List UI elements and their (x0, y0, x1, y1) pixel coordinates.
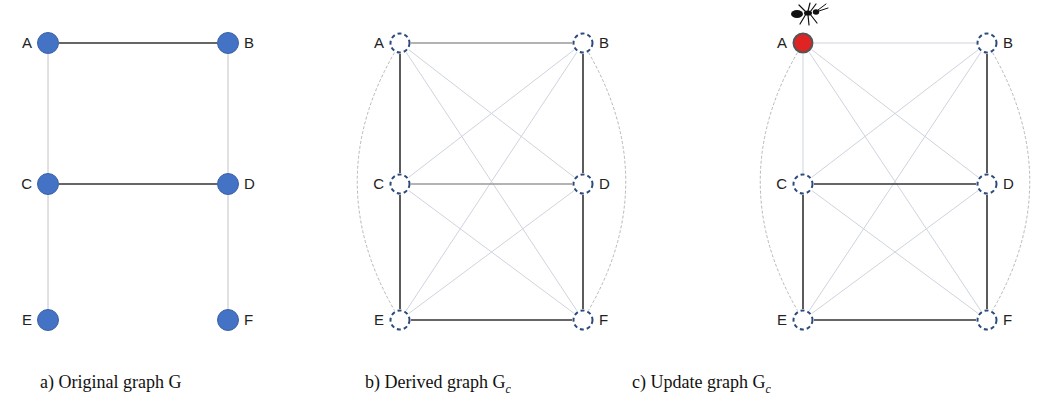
vertex-circle (572, 173, 594, 195)
graph-vertex: F (217, 309, 239, 331)
graph-edge (399, 195, 401, 309)
graph-vertex: E (37, 309, 59, 331)
vertex-circle (792, 173, 814, 195)
graph-vertex: C (37, 173, 59, 195)
graph-vertex: B (217, 32, 239, 54)
graph-edge (411, 319, 572, 321)
graph-edge (803, 54, 804, 173)
derived-vertex: E (792, 309, 814, 331)
vertex-circle (976, 173, 998, 195)
graph-edge (582, 195, 584, 309)
graph-edge (411, 183, 572, 184)
vertex-label: F (599, 312, 608, 329)
graph-edge (48, 195, 49, 309)
panel-caption: a) Original graph G (40, 372, 181, 393)
vertex-label: E (777, 312, 787, 329)
vertex-label: D (244, 176, 255, 193)
vertex-label: F (244, 312, 253, 329)
graph-edge (812, 191, 978, 314)
graph-edge (986, 54, 988, 173)
vertex-label: C (776, 176, 787, 193)
graph-edge (411, 42, 572, 43)
vertex-label: B (244, 35, 254, 52)
graph-vertex: D (217, 173, 239, 195)
vertex-label: C (373, 176, 384, 193)
graph-edge (406, 52, 577, 311)
derived-vertex: C (792, 173, 814, 195)
vertex-label: E (22, 312, 32, 329)
graph-edge (406, 52, 577, 311)
graph-edge (993, 53, 1030, 311)
derived-vertex: D (976, 173, 998, 195)
vertex-circle (389, 309, 411, 331)
derived-vertex: E (389, 309, 411, 331)
vertex-circle (389, 32, 411, 54)
derived-vertex: D (572, 173, 594, 195)
vertex-circle (217, 309, 239, 331)
panel-caption: b) Derived graph Gc (365, 372, 511, 397)
vertex-circle (572, 309, 594, 331)
graph-edge (59, 183, 217, 185)
graph-edge (812, 50, 979, 178)
ant-icon (791, 3, 828, 25)
vertex-circle (37, 32, 59, 54)
vertex-circle (792, 309, 814, 331)
graph-edge (409, 191, 574, 314)
graph-edge (409, 191, 574, 314)
graph-edge (986, 195, 988, 309)
vertex-circle (976, 309, 998, 331)
vertex-label: D (1003, 176, 1014, 193)
graph-edge (582, 54, 584, 173)
vertex-label: F (1003, 312, 1012, 329)
graph-edge (48, 54, 49, 173)
derived-vertex: A (792, 32, 814, 54)
graph-edge (589, 53, 626, 311)
graph-edge (760, 53, 797, 311)
graph-edge (228, 54, 229, 173)
vertex-label: B (1003, 35, 1013, 52)
graph-edge (814, 43, 976, 44)
graph-edge (812, 50, 979, 178)
vertex-label: B (599, 35, 609, 52)
vertex-label: D (599, 176, 610, 193)
vertex-circle (572, 32, 594, 54)
derived-vertex: F (976, 309, 998, 331)
derived-vertex: A (389, 32, 411, 54)
vertex-label: A (374, 35, 384, 52)
graph-edge (809, 52, 981, 311)
graph-edge (409, 50, 575, 178)
vertex-circle (389, 173, 411, 195)
vertex-circle (37, 173, 59, 195)
graph-vertex: A (37, 32, 59, 54)
vertex-circle (792, 32, 814, 54)
vertex-label: A (22, 35, 32, 52)
derived-vertex: F (572, 309, 594, 331)
graph-edge (357, 53, 394, 311)
graph-edge (409, 50, 575, 178)
derived-vertex: B (572, 32, 594, 54)
vertex-circle (37, 309, 59, 331)
graph-edge (228, 195, 229, 309)
vertex-label: C (21, 176, 32, 193)
derived-vertex: B (976, 32, 998, 54)
graph-edge (802, 195, 804, 309)
graph-edge (814, 319, 976, 321)
derived-vertex: C (389, 173, 411, 195)
graph-edge (399, 54, 401, 173)
graph-edge (812, 191, 978, 314)
panel-caption: c) Update graph Gc (632, 372, 771, 397)
vertex-circle (976, 32, 998, 54)
vertex-circle (217, 173, 239, 195)
graph-edge (814, 183, 976, 185)
vertex-circle (217, 32, 239, 54)
vertex-label: E (374, 312, 384, 329)
vertex-label: A (777, 35, 787, 52)
graph-edge (59, 42, 217, 44)
graph-edge (809, 52, 981, 311)
